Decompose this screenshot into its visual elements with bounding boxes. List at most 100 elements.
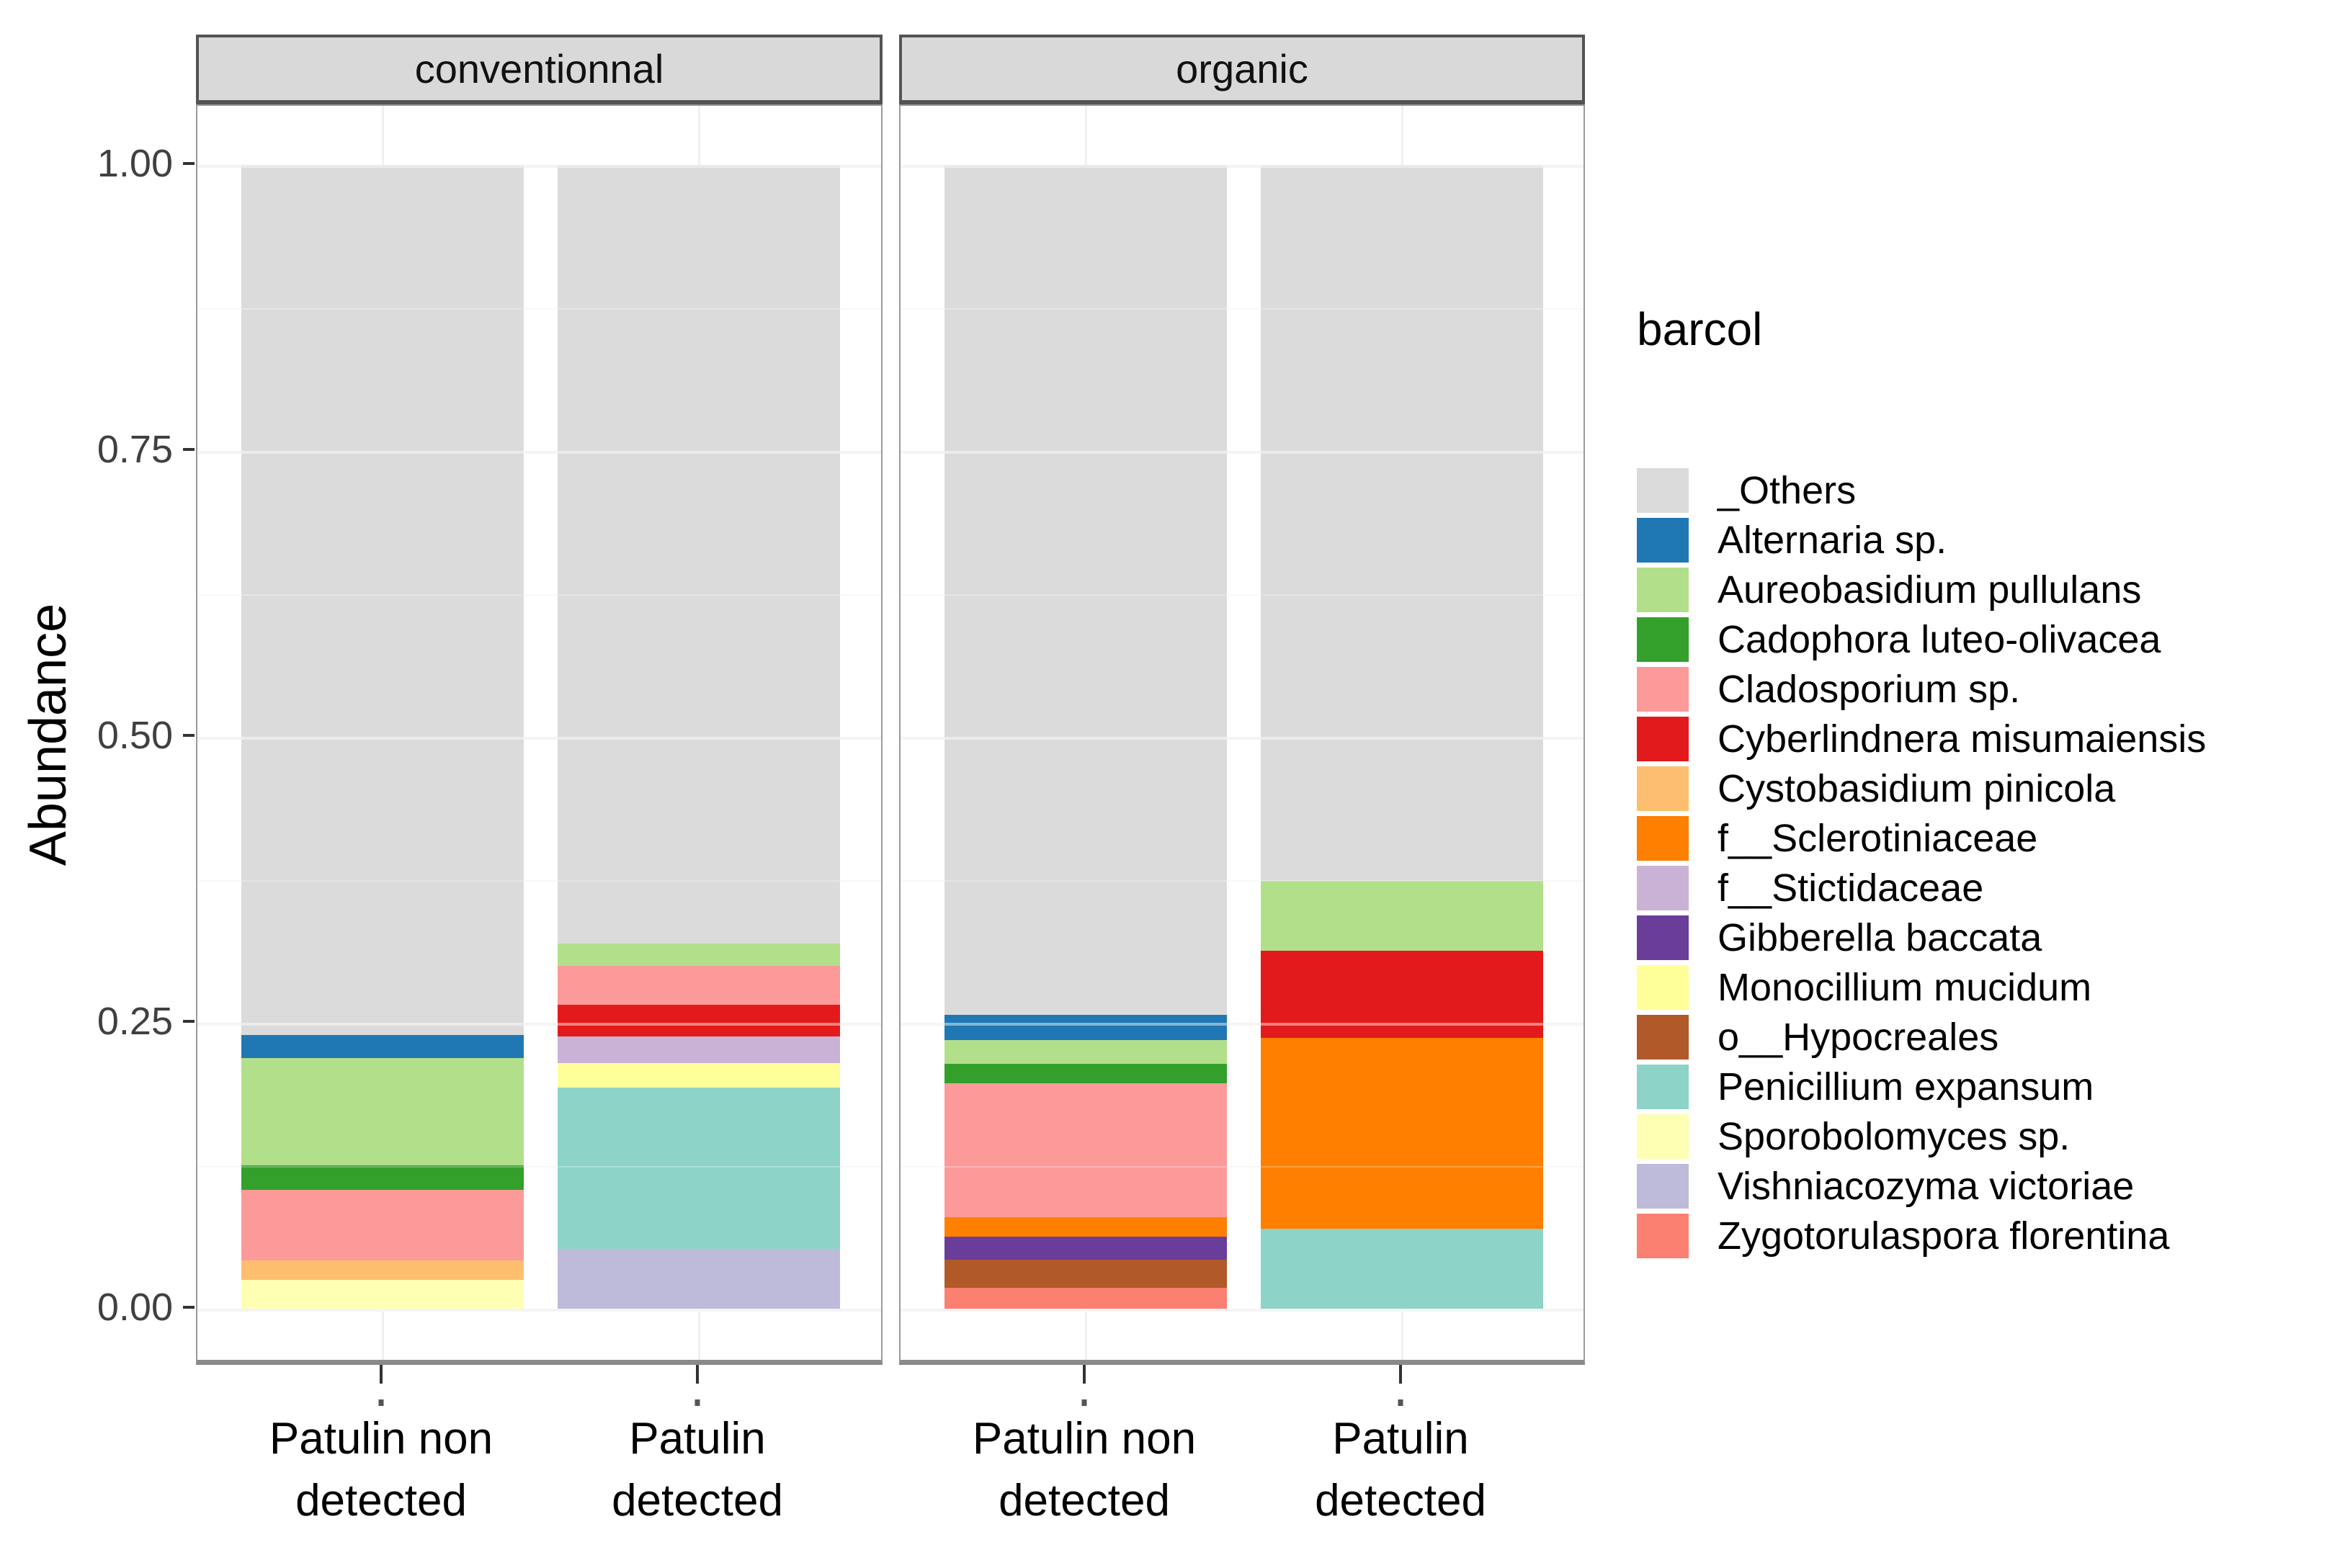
legend-title: barcol (1637, 303, 1763, 355)
bar-segment (558, 1249, 840, 1309)
legend-swatch (1637, 1065, 1689, 1109)
x-tick (696, 1365, 699, 1384)
gridline (901, 1023, 1584, 1026)
legend-swatch (1637, 1015, 1689, 1059)
plot-panel (899, 104, 1585, 1365)
legend-swatch (1637, 965, 1689, 1010)
bar-segment (241, 1280, 524, 1309)
plot-panel (196, 104, 883, 1365)
legend-label: Aureobasidium pullulans (1718, 568, 2142, 611)
bar-segment (944, 1064, 1227, 1084)
bar-segment (558, 1062, 840, 1088)
legend-swatch (1637, 568, 1689, 612)
gridline (901, 1309, 1584, 1312)
y-tick-label: 0.75 (97, 428, 173, 471)
legend-label: f__Stictidaceae (1718, 866, 1984, 910)
bar-segment (241, 1189, 524, 1261)
gridline (197, 593, 881, 596)
x-tick (1083, 1365, 1086, 1384)
bar-segment (1261, 950, 1543, 1038)
bar-segment (558, 1004, 840, 1037)
y-tick (183, 734, 195, 737)
facet-label: organic (1176, 46, 1308, 91)
gridline (901, 308, 1584, 310)
legend-label: _Others (1718, 469, 1857, 512)
bar-segment (558, 944, 840, 966)
legend-label: o__Hypocreales (1718, 1016, 1999, 1059)
gridline (901, 879, 1584, 882)
bar-segment (944, 1039, 1227, 1065)
gridline (901, 593, 1584, 596)
stacked-bar (241, 165, 524, 1309)
facet-strip: organic (899, 35, 1585, 104)
y-tick (183, 162, 195, 165)
bar-segment (944, 1236, 1227, 1260)
legend-label: Cadophora luteo-olivacea (1718, 618, 2161, 661)
bar-segment (1261, 1037, 1543, 1229)
gridline (901, 737, 1584, 740)
gridline (197, 1309, 881, 1312)
gridline (901, 451, 1584, 454)
gridline (197, 308, 881, 310)
y-tick-label: 0.50 (97, 714, 173, 757)
gridline (197, 1309, 881, 1312)
legend-label: Zygotorulaspora florentina (1718, 1214, 2170, 1258)
gridline (901, 737, 1584, 740)
stacked-bar (558, 165, 840, 1309)
legend-label: Alternaria sp. (1718, 519, 1947, 562)
legend-label: Sporobolomyces sp. (1718, 1115, 2071, 1158)
gridline (901, 1165, 1584, 1168)
legend-swatch (1637, 766, 1689, 811)
bar-segment (241, 1165, 524, 1190)
y-tick-label: 0.25 (97, 1000, 173, 1043)
bar-segment (558, 965, 840, 1005)
gridline (197, 879, 881, 882)
gridline (901, 165, 1584, 168)
x-tick-label: Patulin non detected (269, 1414, 493, 1526)
legend-swatch (1637, 518, 1689, 563)
gridline (901, 593, 1584, 596)
y-tick (183, 1306, 195, 1309)
legend-swatch (1637, 617, 1689, 662)
bar-segment (241, 165, 524, 1036)
legend-label: Gibberella baccata (1718, 916, 2042, 959)
bar-segment (944, 1259, 1227, 1289)
legend-label: Cystobasidium pinicola (1718, 767, 2116, 810)
bar-segment (558, 1036, 840, 1063)
legend-label: Penicillium expansum (1718, 1065, 2094, 1108)
facet-strip: conventionnal (196, 35, 883, 104)
legend-label: f__Sclerotiniaceae (1718, 817, 2038, 860)
bar-segment (558, 1088, 840, 1250)
gridline (197, 737, 881, 740)
bar-segment (1261, 1228, 1543, 1309)
gridline (901, 1023, 1584, 1026)
legend-swatch (1637, 915, 1689, 960)
gridline (197, 165, 881, 168)
legend-swatch (1637, 866, 1689, 910)
gridline (197, 1023, 881, 1026)
y-tick (183, 1020, 195, 1023)
gridline (197, 451, 881, 454)
legend-swatch (1637, 468, 1689, 513)
bar-segment (241, 1058, 524, 1166)
gridline (197, 737, 881, 740)
y-tick-label: 0.00 (97, 1286, 173, 1329)
x-tick-dot (1081, 1399, 1087, 1406)
bar-segment (241, 1035, 524, 1059)
gridline (901, 879, 1584, 882)
x-tick-label: Patulin detected (1315, 1414, 1486, 1526)
bar-segment (1261, 165, 1543, 882)
bar-segment (1261, 881, 1543, 951)
x-tick-dot (694, 1399, 700, 1406)
stacked-bar (1261, 165, 1543, 1309)
gridline (197, 165, 881, 168)
gridline (197, 879, 881, 882)
x-tick (380, 1365, 383, 1384)
legend-label: Cladosporium sp. (1718, 668, 2021, 711)
x-tick-dot (1398, 1399, 1403, 1406)
x-tick-dot (378, 1399, 384, 1406)
gridline (197, 451, 881, 454)
legend-swatch (1637, 1164, 1689, 1209)
